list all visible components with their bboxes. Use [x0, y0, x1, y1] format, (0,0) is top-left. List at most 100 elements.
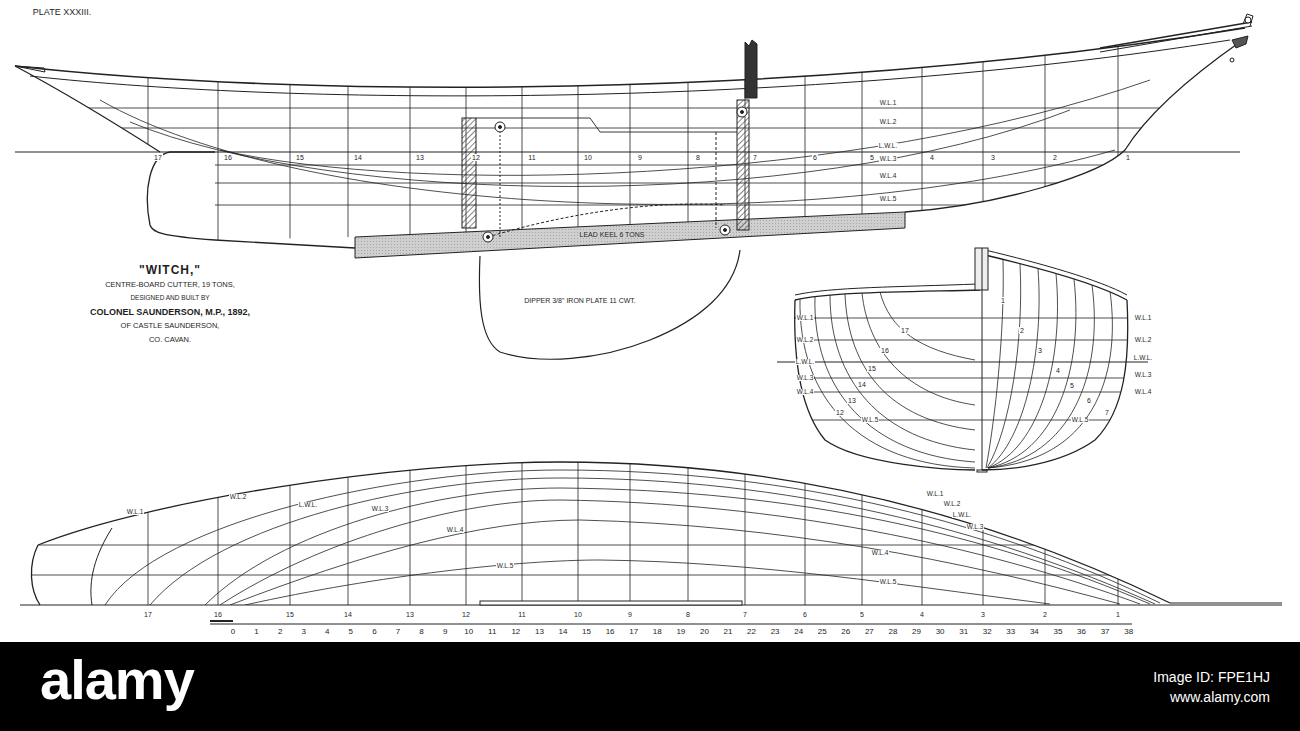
plan-label: 13 — [534, 628, 545, 636]
plan-label: DESIGNED AND BUILT BY — [129, 295, 210, 302]
plan-label: W.L.1 — [926, 491, 945, 498]
plan-label: PLATE XXXIII. — [32, 8, 92, 17]
plan-label: 9 — [627, 611, 633, 618]
plan-label: 14 — [857, 381, 867, 388]
plan-label: W.L.1 — [126, 509, 145, 516]
plan-label: W.L.1 — [796, 315, 815, 322]
plan-label: 34 — [1029, 628, 1040, 636]
plan-label: W.L.4 — [879, 173, 898, 180]
plan-label: 3 — [1037, 347, 1043, 354]
plan-label: W.L.3 — [966, 524, 985, 531]
plan-label: 8 — [695, 154, 701, 161]
plan-label: 6 — [1086, 397, 1092, 404]
plan-label: 7 — [1104, 409, 1110, 416]
plan-label: 24 — [793, 628, 804, 636]
plan-label: CO. CAVAN. — [148, 336, 192, 344]
plan-label: 6 — [812, 154, 818, 161]
plan-label: W.L.2 — [1134, 337, 1153, 344]
plan-label: DIPPER 3/8" IRON PLATE 11 CWT. — [523, 297, 637, 304]
plan-label: 15 — [295, 154, 305, 161]
plan-label: 2 — [1042, 611, 1048, 618]
plan-label: 5 — [869, 154, 875, 161]
plan-label: 13 — [405, 611, 415, 618]
plan-label: 26 — [840, 628, 851, 636]
plan-label: W.L.2 — [796, 337, 815, 344]
plan-label: 6 — [802, 611, 808, 618]
plan-label: 23 — [770, 628, 781, 636]
plan-label: W.L.5 — [496, 563, 515, 570]
plan-label: 14 — [353, 154, 363, 161]
plan-label: 11 — [517, 611, 526, 618]
plan-label: 16 — [223, 154, 233, 161]
plan-label: 31 — [958, 628, 969, 636]
plan-label: 2 — [1052, 154, 1058, 161]
plan-label: 7 — [752, 154, 758, 161]
plan-label: 27 — [864, 628, 875, 636]
plan-label: 4 — [324, 628, 330, 636]
watermark-text: Image ID: FPE1HJ — [1153, 670, 1270, 684]
plan-label: 22 — [746, 628, 757, 636]
plan-label: 11 — [487, 628, 497, 636]
plan-label: 15 — [867, 365, 877, 372]
plan-label: W.L.1 — [1134, 315, 1153, 322]
plan-label: 21 — [723, 628, 734, 636]
plan-label: L.W.L. — [1133, 355, 1153, 362]
plan-label: 17 — [900, 327, 910, 334]
plan-label: W.L.2 — [879, 119, 898, 126]
plan-label: 15 — [285, 611, 295, 618]
plan-label: W.L.3 — [796, 375, 815, 382]
plan-label: 19 — [675, 628, 686, 636]
plan-label: 9 — [442, 628, 448, 636]
plan-label: 25 — [817, 628, 828, 636]
plan-label: 9 — [637, 154, 643, 161]
plan-label: 5 — [859, 611, 865, 618]
plan-label: W.L.4 — [1134, 389, 1153, 396]
plan-label: 1 — [1125, 154, 1131, 161]
plan-label: 3 — [300, 628, 306, 636]
vessel-name: "WITCH," — [138, 264, 202, 276]
plan-label: W.L.2 — [943, 501, 962, 508]
plan-label: 33 — [1005, 628, 1016, 636]
plan-label: 10 — [583, 154, 593, 161]
plan-label: 17 — [153, 154, 163, 161]
plan-label: W.L.3 — [371, 506, 390, 513]
plan-label: W.L.4 — [796, 389, 815, 396]
plan-label: 20 — [699, 628, 710, 636]
plan-label: 13 — [415, 154, 425, 161]
plan-label: 35 — [1052, 628, 1063, 636]
plan-label: COLONEL SAUNDERSON, M.P., 1892, — [89, 308, 251, 317]
plan-label: 3 — [980, 611, 986, 618]
plan-label: 4 — [919, 611, 925, 618]
plan-label: 7 — [395, 628, 401, 636]
plan-label: 14 — [343, 611, 353, 618]
plan-label: 5 — [348, 628, 354, 636]
plan-label: LEAD KEEL 6 TONS — [579, 231, 646, 238]
plan-label: CENTRE-BOARD CUTTER, 19 TONS, — [104, 281, 236, 289]
watermark-logo: alamy — [40, 652, 194, 708]
plan-label: L.W.L. — [952, 512, 972, 519]
watermark-band: alamy Image ID: FPE1HJ www.alamy.com — [0, 642, 1300, 731]
plan-label: 12 — [471, 154, 481, 161]
plan-label: 18 — [652, 628, 663, 636]
watermark-text: www.alamy.com — [1170, 690, 1270, 704]
plan-label: 2 — [277, 628, 283, 636]
plan-label: 4 — [1055, 367, 1061, 374]
plan-label: 16 — [880, 347, 890, 354]
plan-label: W.L.5 — [879, 579, 898, 586]
plan-label: 1 — [1000, 297, 1006, 304]
plan-label: W.L.3 — [879, 156, 898, 163]
plan-label: 1 — [253, 628, 259, 636]
plan-label: W.L.4 — [871, 550, 890, 557]
plan-label: 7 — [742, 611, 748, 618]
plan-label: 10 — [573, 611, 583, 618]
plan-label: 32 — [982, 628, 993, 636]
plan-label: 17 — [143, 611, 153, 618]
plan-label: 3 — [990, 154, 996, 161]
plan-label: L.W.L. — [795, 359, 815, 366]
plan-label: 28 — [888, 628, 899, 636]
plan-label: W.L.5 — [879, 196, 898, 203]
plan-label: 12 — [461, 611, 471, 618]
plan-label: W.L.3 — [1134, 372, 1153, 379]
